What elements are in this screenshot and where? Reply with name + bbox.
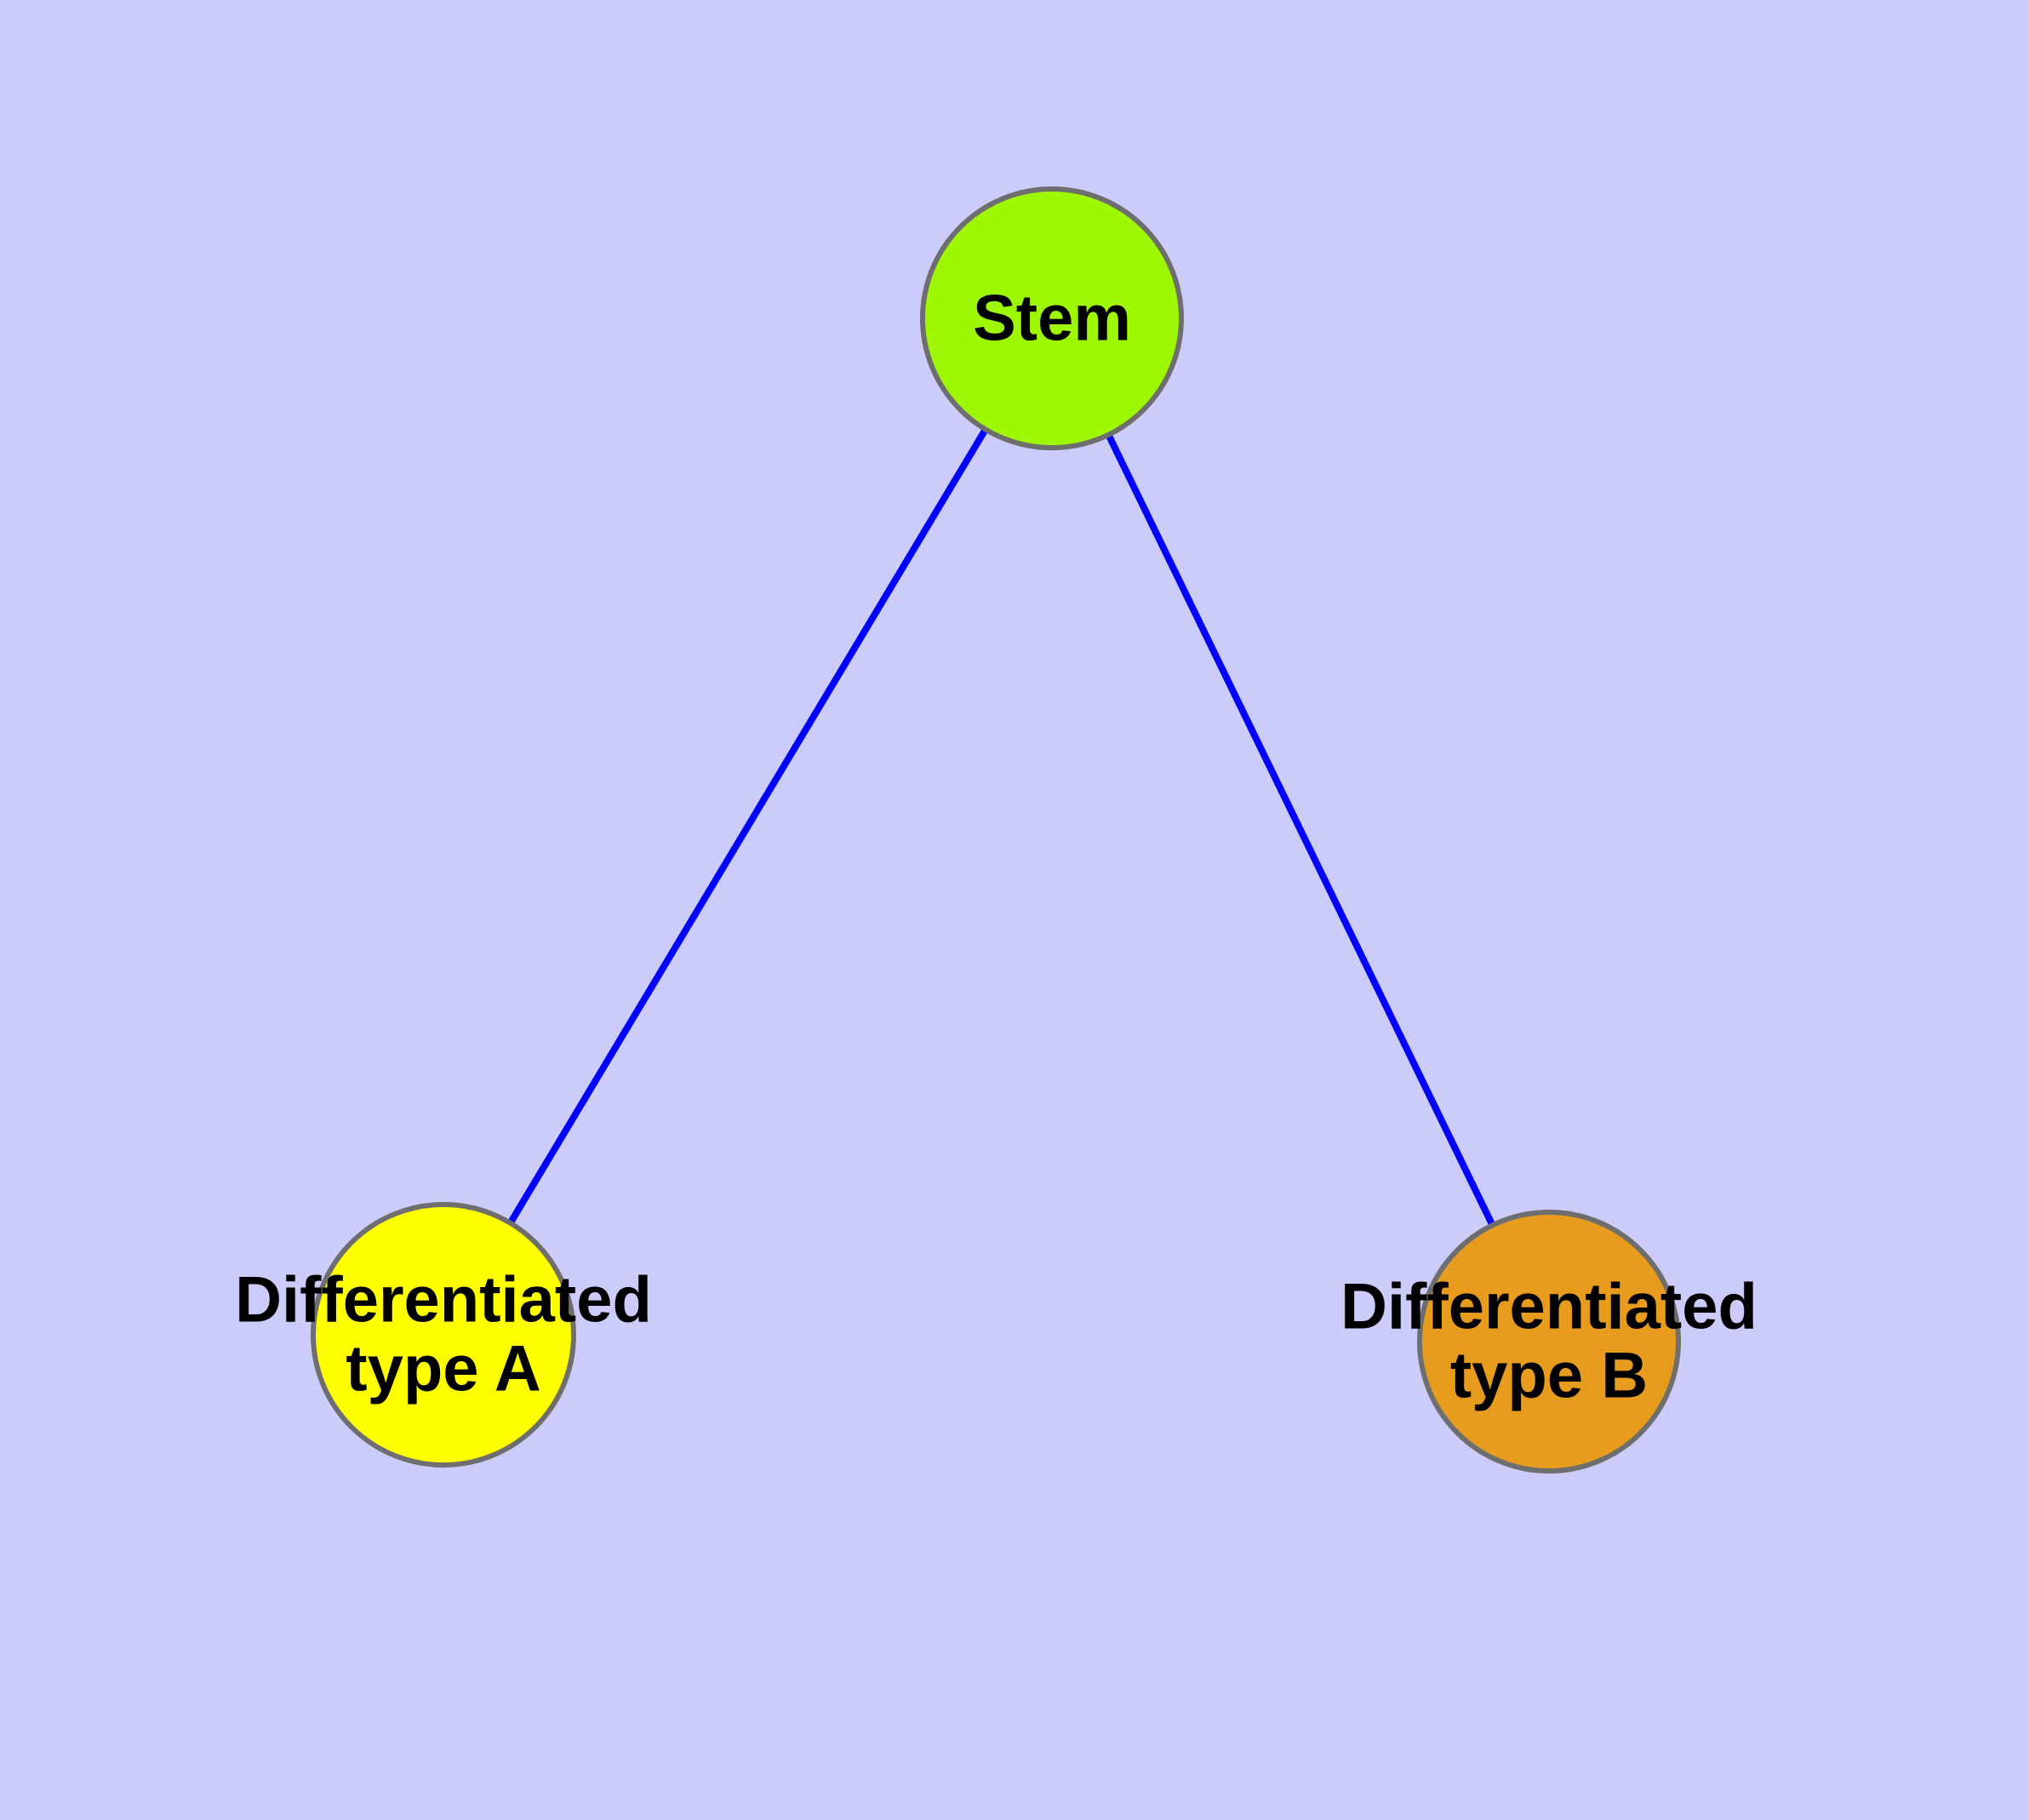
edge-stem-to-differentiated-type-b[interactable] (1104, 430, 1497, 1230)
edge-stem-to-differentiated-type-a[interactable] (506, 424, 991, 1228)
edges-group (506, 424, 1497, 1230)
node-stem[interactable] (920, 186, 1184, 450)
nodes-group (311, 186, 1681, 1474)
node-differentiated-type-b[interactable] (1417, 1210, 1681, 1474)
node-differentiated-type-a[interactable] (311, 1202, 576, 1468)
